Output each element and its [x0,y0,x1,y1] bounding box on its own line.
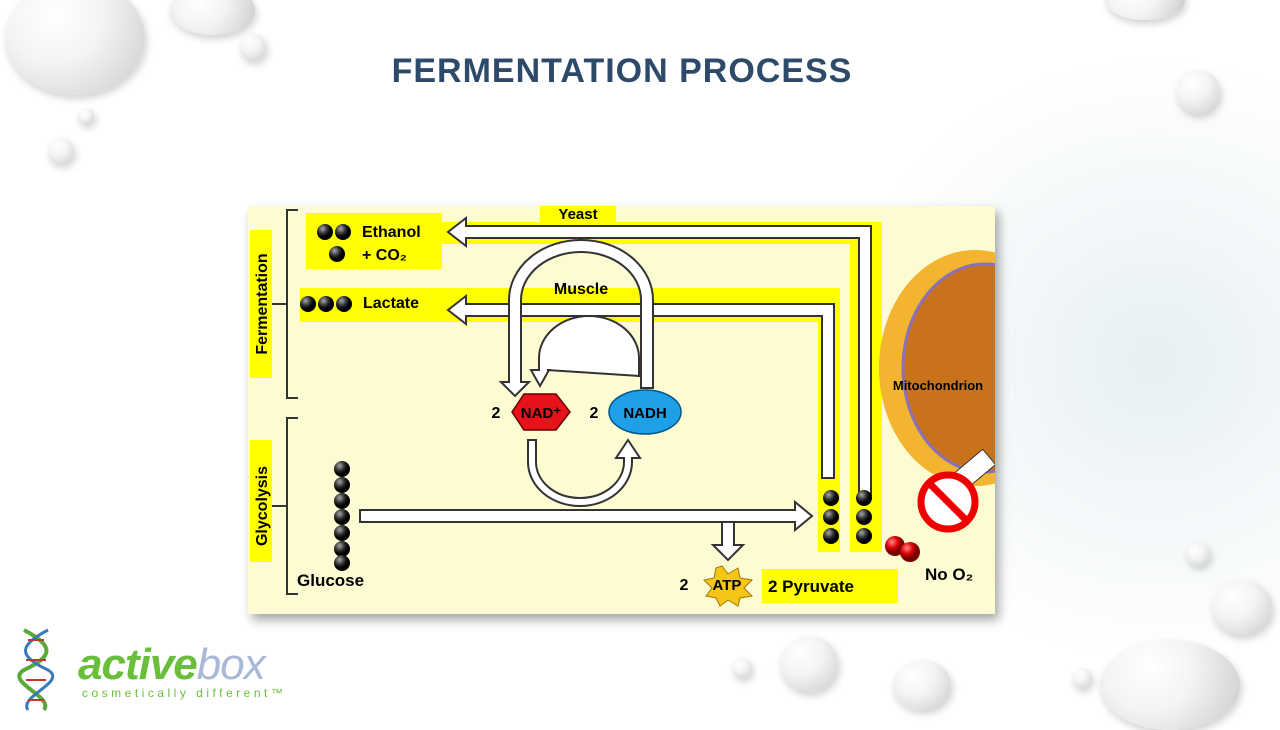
nad-hexagon [511,393,571,431]
molecule-balls [300,224,872,571]
fermentation-diagram: Fermentation Glycolysis Mitochondrion NA… [248,206,1071,614]
co2-label: + CO₂ [362,247,407,264]
brand-logo: activebox [78,640,266,690]
water-drop [732,658,752,678]
no-oxygen-icon [885,448,997,562]
atp-coefficient: 2 [680,577,689,594]
water-drop [240,33,266,61]
atp-star [702,565,754,607]
dna-logo-icon [17,628,55,712]
water-drop [1105,0,1185,20]
water-drop [78,108,94,124]
water-drop [170,0,255,35]
brand-active: active [78,640,198,689]
nad-label: NAD⁺ [521,405,561,422]
glycolysis-label: Glycolysis [254,466,271,546]
nadh-coefficient: 2 [590,405,599,422]
brand-box: box [196,640,266,689]
mitochondrion-label: Mitochondrion [893,378,983,393]
pathway-arrows [359,215,872,562]
atp-label: ATP [713,577,742,594]
ethanol-label: Ethanol [362,224,421,241]
muscle-label: Muscle [554,281,608,298]
pyruvate-label: 2 Pyruvate [768,577,854,596]
glucose-label: Glucose [297,571,364,590]
water-drop [1186,542,1210,566]
water-drop [1100,640,1240,730]
water-drop [893,660,951,710]
water-drop [1176,70,1220,114]
yeast-label: Yeast [558,206,597,223]
water-drop [5,0,145,95]
slide-title: FERMENTATION PROCESS [391,52,853,90]
nadh-label: NADH [623,405,666,422]
no-o2-label: No O₂ [925,565,973,584]
water-drop [1072,668,1092,688]
lactate-label: Lactate [363,295,419,312]
section-brackets [272,209,298,595]
fermentation-label: Fermentation [254,253,271,354]
water-drop [1212,580,1272,635]
water-drop [780,636,838,692]
brand-tagline: cosmetically different™ [82,686,287,700]
nad-coefficient: 2 [492,405,501,422]
water-drop [48,138,74,164]
nadh-ellipse [608,389,682,435]
